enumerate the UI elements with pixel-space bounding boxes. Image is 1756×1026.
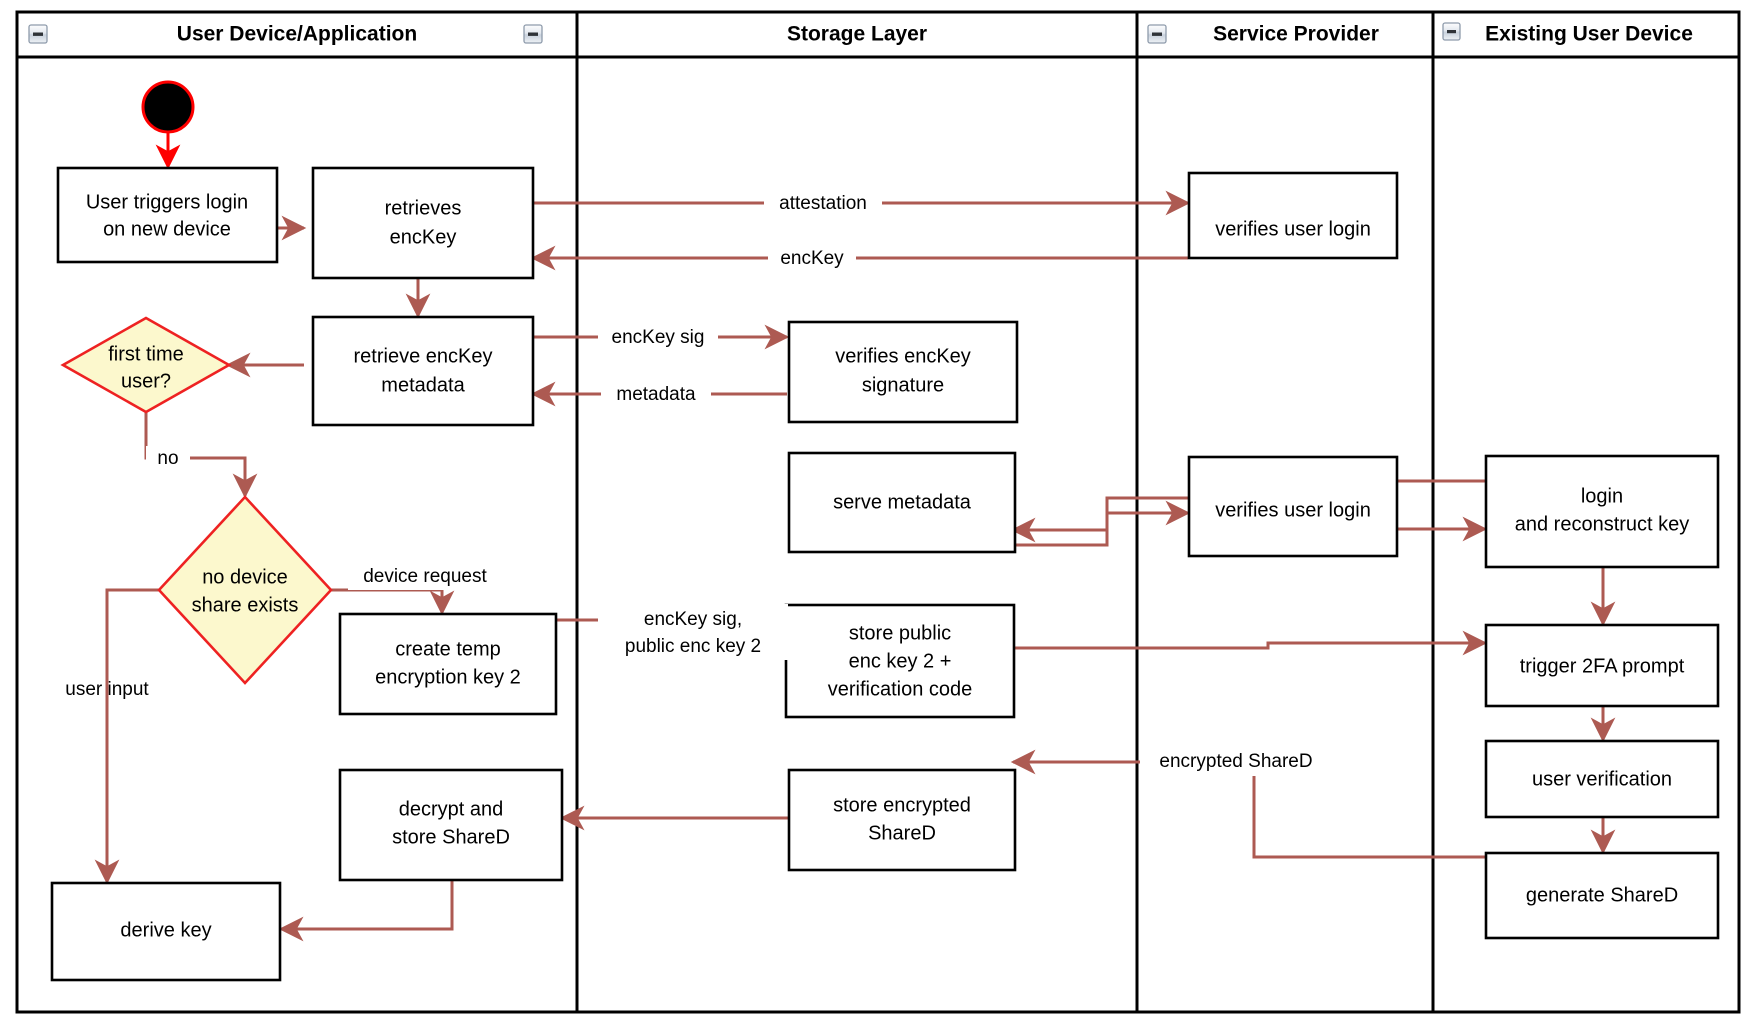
- node-label-line: ShareD: [868, 822, 936, 844]
- node-initial-node: [141, 80, 195, 134]
- flow-store-public-key-to-2fa: [1013, 630, 1488, 656]
- node-label-line: generate ShareD: [1526, 884, 1678, 906]
- node-serve-metadata[interactable]: serve metadata: [787, 451, 1017, 554]
- lane-collapse-minus-icon[interactable]: [28, 24, 48, 44]
- node-label-line: share exists: [192, 594, 299, 616]
- node-retrieve-enckey-metadata[interactable]: retrieve encKey metadata: [311, 315, 535, 427]
- edge-label-enckey-sig-public-enc-key-2-line1: encKey sig,: [644, 609, 742, 630]
- node-verifies-enckey-signature[interactable]: verifies encKey signature: [787, 320, 1019, 424]
- node-no-device-share-decision[interactable]: no device share exists: [157, 495, 333, 685]
- flow-decrypt-to-derive-key: [278, 880, 454, 942]
- node-label-line: retrieve encKey: [354, 345, 493, 367]
- edge-label-device-request: device request: [363, 566, 487, 587]
- node-verifies-user-login-top[interactable]: verifies user login: [1187, 171, 1399, 260]
- node-label-line: retrieves: [385, 197, 462, 219]
- node-trigger-2fa-prompt[interactable]: trigger 2FA prompt: [1484, 623, 1720, 708]
- node-user-verification[interactable]: user verification: [1484, 739, 1720, 819]
- node-first-time-user-decision[interactable]: first time user?: [60, 316, 232, 414]
- edge-label-enckey-sig-public-enc-key-2-line2: public enc key 2: [625, 636, 761, 657]
- node-store-encrypted-shared[interactable]: store encrypted ShareD: [787, 768, 1017, 872]
- edge-label-attestation: attestation: [779, 193, 867, 214]
- lane-collapse-minus-icon[interactable]: [1147, 24, 1167, 44]
- node-label-line: verification code: [828, 678, 973, 700]
- node-label-line: store encrypted: [833, 794, 971, 816]
- node-retrieves-enckey[interactable]: retrieves encKey: [311, 166, 535, 280]
- flow-encrypted-shared: [1010, 749, 1485, 859]
- node-label-line: user?: [121, 370, 171, 392]
- node-label-line: store ShareD: [392, 826, 510, 848]
- node-label-line: store public: [849, 622, 951, 644]
- edge-label-user-input: user input: [65, 679, 149, 700]
- node-label-line: and reconstruct key: [1515, 513, 1690, 535]
- lane-title-service-provider: Service Provider: [1213, 23, 1379, 46]
- flow-serve-metadata-response: [1013, 500, 1191, 547]
- node-label-line: metadata: [381, 374, 465, 396]
- lane-collapse-minus-icon[interactable]: [523, 24, 543, 44]
- node-label-line: decrypt and: [399, 798, 504, 820]
- node-label-line: derive key: [120, 919, 211, 941]
- lane-title-storage-layer: Storage Layer: [787, 23, 927, 46]
- edge-label-enckey-sig: encKey sig: [612, 327, 705, 348]
- lane-header-existing-user-device[interactable]: Existing User Device: [1442, 22, 1693, 46]
- flow-device-request: [330, 588, 455, 616]
- node-decrypt-and-store-shared[interactable]: decrypt and store ShareD: [338, 768, 564, 882]
- node-label-line: verifies user login: [1215, 218, 1371, 240]
- lane-header-service-provider[interactable]: Service Provider: [1147, 23, 1379, 46]
- node-label-line: verifies encKey: [835, 345, 971, 367]
- node-user-triggers-login[interactable]: User triggers login on new device: [56, 166, 279, 264]
- node-label-line: create temp: [395, 638, 501, 660]
- node-label-line: first time: [108, 343, 184, 365]
- node-create-temp-encryption-key-2[interactable]: create temp encryption key 2: [338, 612, 558, 716]
- edge-label-enckey: encKey: [780, 248, 844, 269]
- edge-labels: attestation encKey encKey sig metadata n…: [65, 190, 1332, 776]
- node-label-line: encryption key 2: [375, 666, 521, 688]
- lane-title-existing-user-device: Existing User Device: [1485, 23, 1693, 46]
- node-label-line: trigger 2FA prompt: [1520, 655, 1685, 677]
- lane-title-user-device: User Device/Application: [177, 23, 417, 46]
- node-label-line: signature: [862, 374, 944, 396]
- node-label-line: no device: [202, 566, 288, 588]
- edge-label-encrypted-shared: encrypted ShareD: [1159, 751, 1312, 772]
- lane-collapse-minus-icon[interactable]: [1442, 22, 1461, 41]
- flow-no-to-device-share: [144, 411, 258, 499]
- node-label-line: on new device: [103, 218, 231, 240]
- node-derive-key[interactable]: derive key: [50, 881, 282, 982]
- edge-label-metadata: metadata: [616, 384, 696, 405]
- node-label-line: enc key 2 +: [849, 650, 952, 672]
- node-verifies-user-login-second[interactable]: verifies user login: [1187, 455, 1399, 558]
- node-login-and-reconstruct-key[interactable]: login and reconstruct key: [1484, 454, 1720, 569]
- node-label-line: verifies user login: [1215, 499, 1371, 521]
- node-label-line: login: [1581, 485, 1623, 507]
- node-label-line: encKey: [390, 226, 457, 248]
- node-generate-shared[interactable]: generate ShareD: [1484, 851, 1720, 940]
- swimlane-frame: [15, 10, 1741, 1014]
- node-label-line: user verification: [1532, 768, 1672, 790]
- node-label-line: User triggers login: [86, 191, 248, 213]
- edge-label-no: no: [157, 448, 178, 469]
- node-label-line: serve metadata: [833, 491, 972, 513]
- flow-user-input-to-derive-key: [94, 588, 160, 885]
- lane-header-user-device[interactable]: User Device/Application: [28, 23, 417, 46]
- lane-header-storage-layer[interactable]: Storage Layer: [523, 23, 927, 46]
- node-store-public-enc-key-2[interactable]: store public enc key 2 + verification co…: [784, 603, 1016, 719]
